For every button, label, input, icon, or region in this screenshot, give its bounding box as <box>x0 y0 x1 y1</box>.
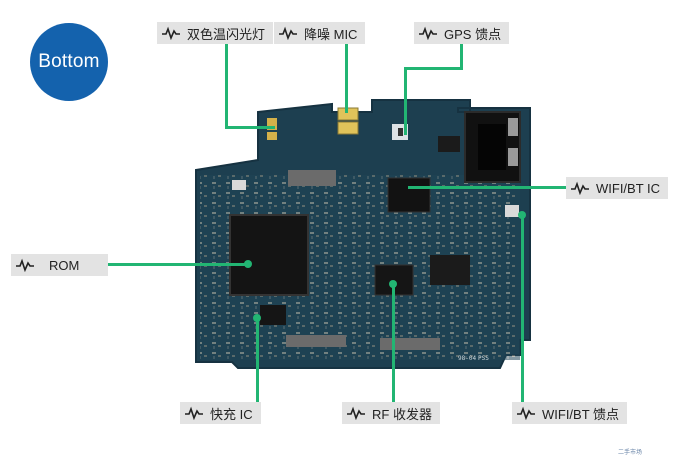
line-flash-v <box>225 43 228 129</box>
dot-wifi-feed <box>518 211 526 219</box>
dot-rf <box>389 280 397 288</box>
line-rom <box>108 263 248 266</box>
line-mic <box>345 43 348 113</box>
label-rf: RF 收发器 <box>342 402 440 424</box>
label-mic: 降噪 MIC <box>274 22 366 44</box>
waveform-icon <box>347 406 365 420</box>
label-wifi-feed: WIFI/BT 馈点 <box>512 402 628 424</box>
waveform-icon <box>419 26 437 40</box>
watermark: 二手市场 <box>618 450 643 456</box>
label-fast-charge: 快充 IC <box>180 402 261 424</box>
label-wifi-ic-text: WIFI/BT IC <box>596 180 661 196</box>
line-gps-v1 <box>460 43 463 69</box>
line-wifi-ic <box>408 186 568 189</box>
label-rom-text: ROM <box>49 257 80 273</box>
board-marking-code: 98-04 <box>458 355 476 362</box>
line-flash-h <box>225 126 275 129</box>
label-flash: 双色温闪光灯 <box>157 22 274 44</box>
bottom-badge: Bottom <box>30 23 108 101</box>
waveform-icon <box>16 258 34 272</box>
waveform-icon <box>571 181 589 195</box>
waveform-icon <box>162 26 180 40</box>
waveform-icon <box>279 26 297 40</box>
line-fast-charge <box>256 318 259 406</box>
line-gps-h <box>404 67 463 70</box>
dot-rom <box>244 260 252 268</box>
label-rom: ROM <box>11 254 108 276</box>
label-wifi-ic: WIFI/BT IC <box>566 177 669 199</box>
label-rf-text: RF 收发器 <box>372 406 432 422</box>
label-gps: GPS 馈点 <box>414 22 510 44</box>
label-wifi-feed-text: WIFI/BT 馈点 <box>542 406 620 422</box>
waveform-icon <box>185 406 203 420</box>
dot-fast-charge <box>253 314 261 322</box>
line-gps-v2 <box>404 67 407 135</box>
line-wifi-feed <box>521 215 524 405</box>
label-gps-text: GPS 馈点 <box>444 26 502 42</box>
label-mic-text: 降噪 MIC <box>304 26 358 42</box>
board-marking-pss: PSS <box>478 355 489 362</box>
waveform-icon <box>517 406 535 420</box>
label-flash-text: 双色温闪光灯 <box>187 26 266 42</box>
line-rf <box>392 285 395 405</box>
label-fast-charge-text: 快充 IC <box>210 406 253 422</box>
